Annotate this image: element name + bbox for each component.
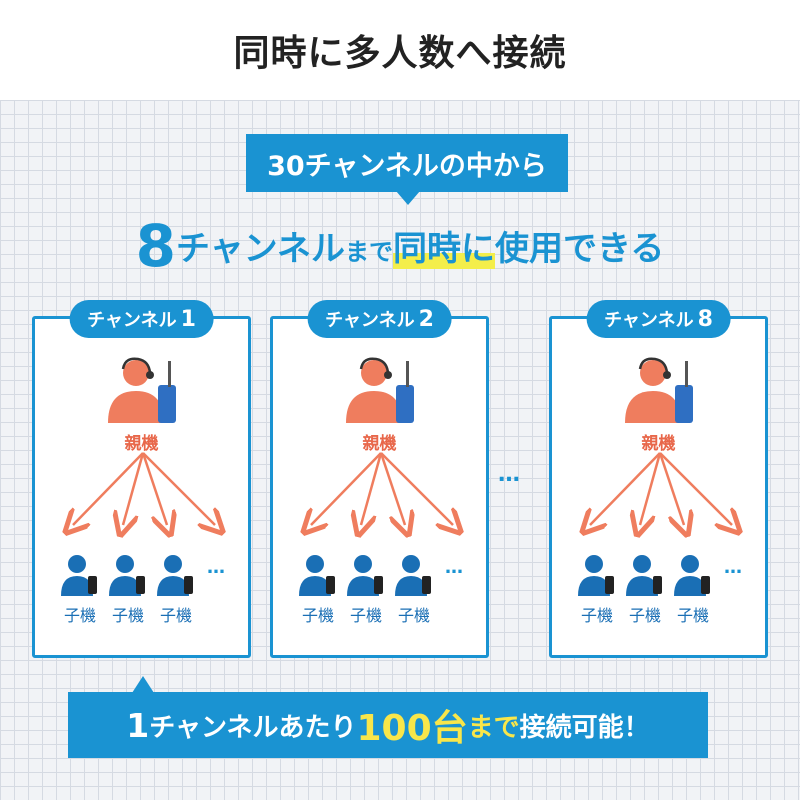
parent-label: 親機 [641,434,676,454]
child-label: 子機 [111,606,144,625]
banner-per-channel: チャンネルあたり [149,712,357,743]
headline-number: 8 [135,212,177,280]
callout-tail [396,191,420,205]
broadcast-arrows [552,452,765,539]
child-label: 子機 [301,606,334,625]
parent-person-icon [346,357,414,423]
child-person-icon [61,555,97,596]
child-label: 子機 [628,606,661,625]
broadcast-arrows [35,452,248,539]
child-label: 子機 [63,606,96,625]
headline-usable: 使用できる [495,229,665,269]
parent-person-icon [108,357,176,423]
parent-person-icon [625,357,693,423]
parent-label: 親機 [362,434,397,454]
child-label: 子機 [580,606,613,625]
child-person-icon [347,555,383,596]
between-panels-dots: … [498,462,522,487]
headline-channel: チャンネル [176,229,345,269]
more-children-dots: … [724,557,743,578]
banner-connectable: 接続可能！ [519,712,650,743]
child-label: 子機 [397,606,430,625]
parent-label: 親機 [124,434,159,454]
page-title: 同時に多人数へ接続 [233,33,567,74]
broadcast-arrows [273,452,486,539]
bottom-banner-tail [132,676,154,693]
child-label: 子機 [676,606,709,625]
more-children-dots: … [207,557,226,578]
child-label: 子機 [159,606,192,625]
child-person-icon [578,555,614,596]
child-person-icon [674,555,710,596]
banner-one: 1 [126,705,150,745]
banner-made: まで [467,712,520,743]
child-label: 子機 [349,606,382,625]
child-person-icon [299,555,335,596]
child-person-icon [157,555,193,596]
headline: 8チャンネルまで同時に使用できる [0,212,800,280]
more-children-dots: … [445,557,464,578]
banner-hundred-units: 100台 [356,708,468,749]
child-person-icon [109,555,145,596]
headline-made: まで [345,238,393,266]
headline-simultaneous: 同時に [393,229,495,269]
callout-channels-total: 30チャンネルの中から [246,134,568,192]
child-person-icon [395,555,431,596]
child-person-icon [626,555,662,596]
